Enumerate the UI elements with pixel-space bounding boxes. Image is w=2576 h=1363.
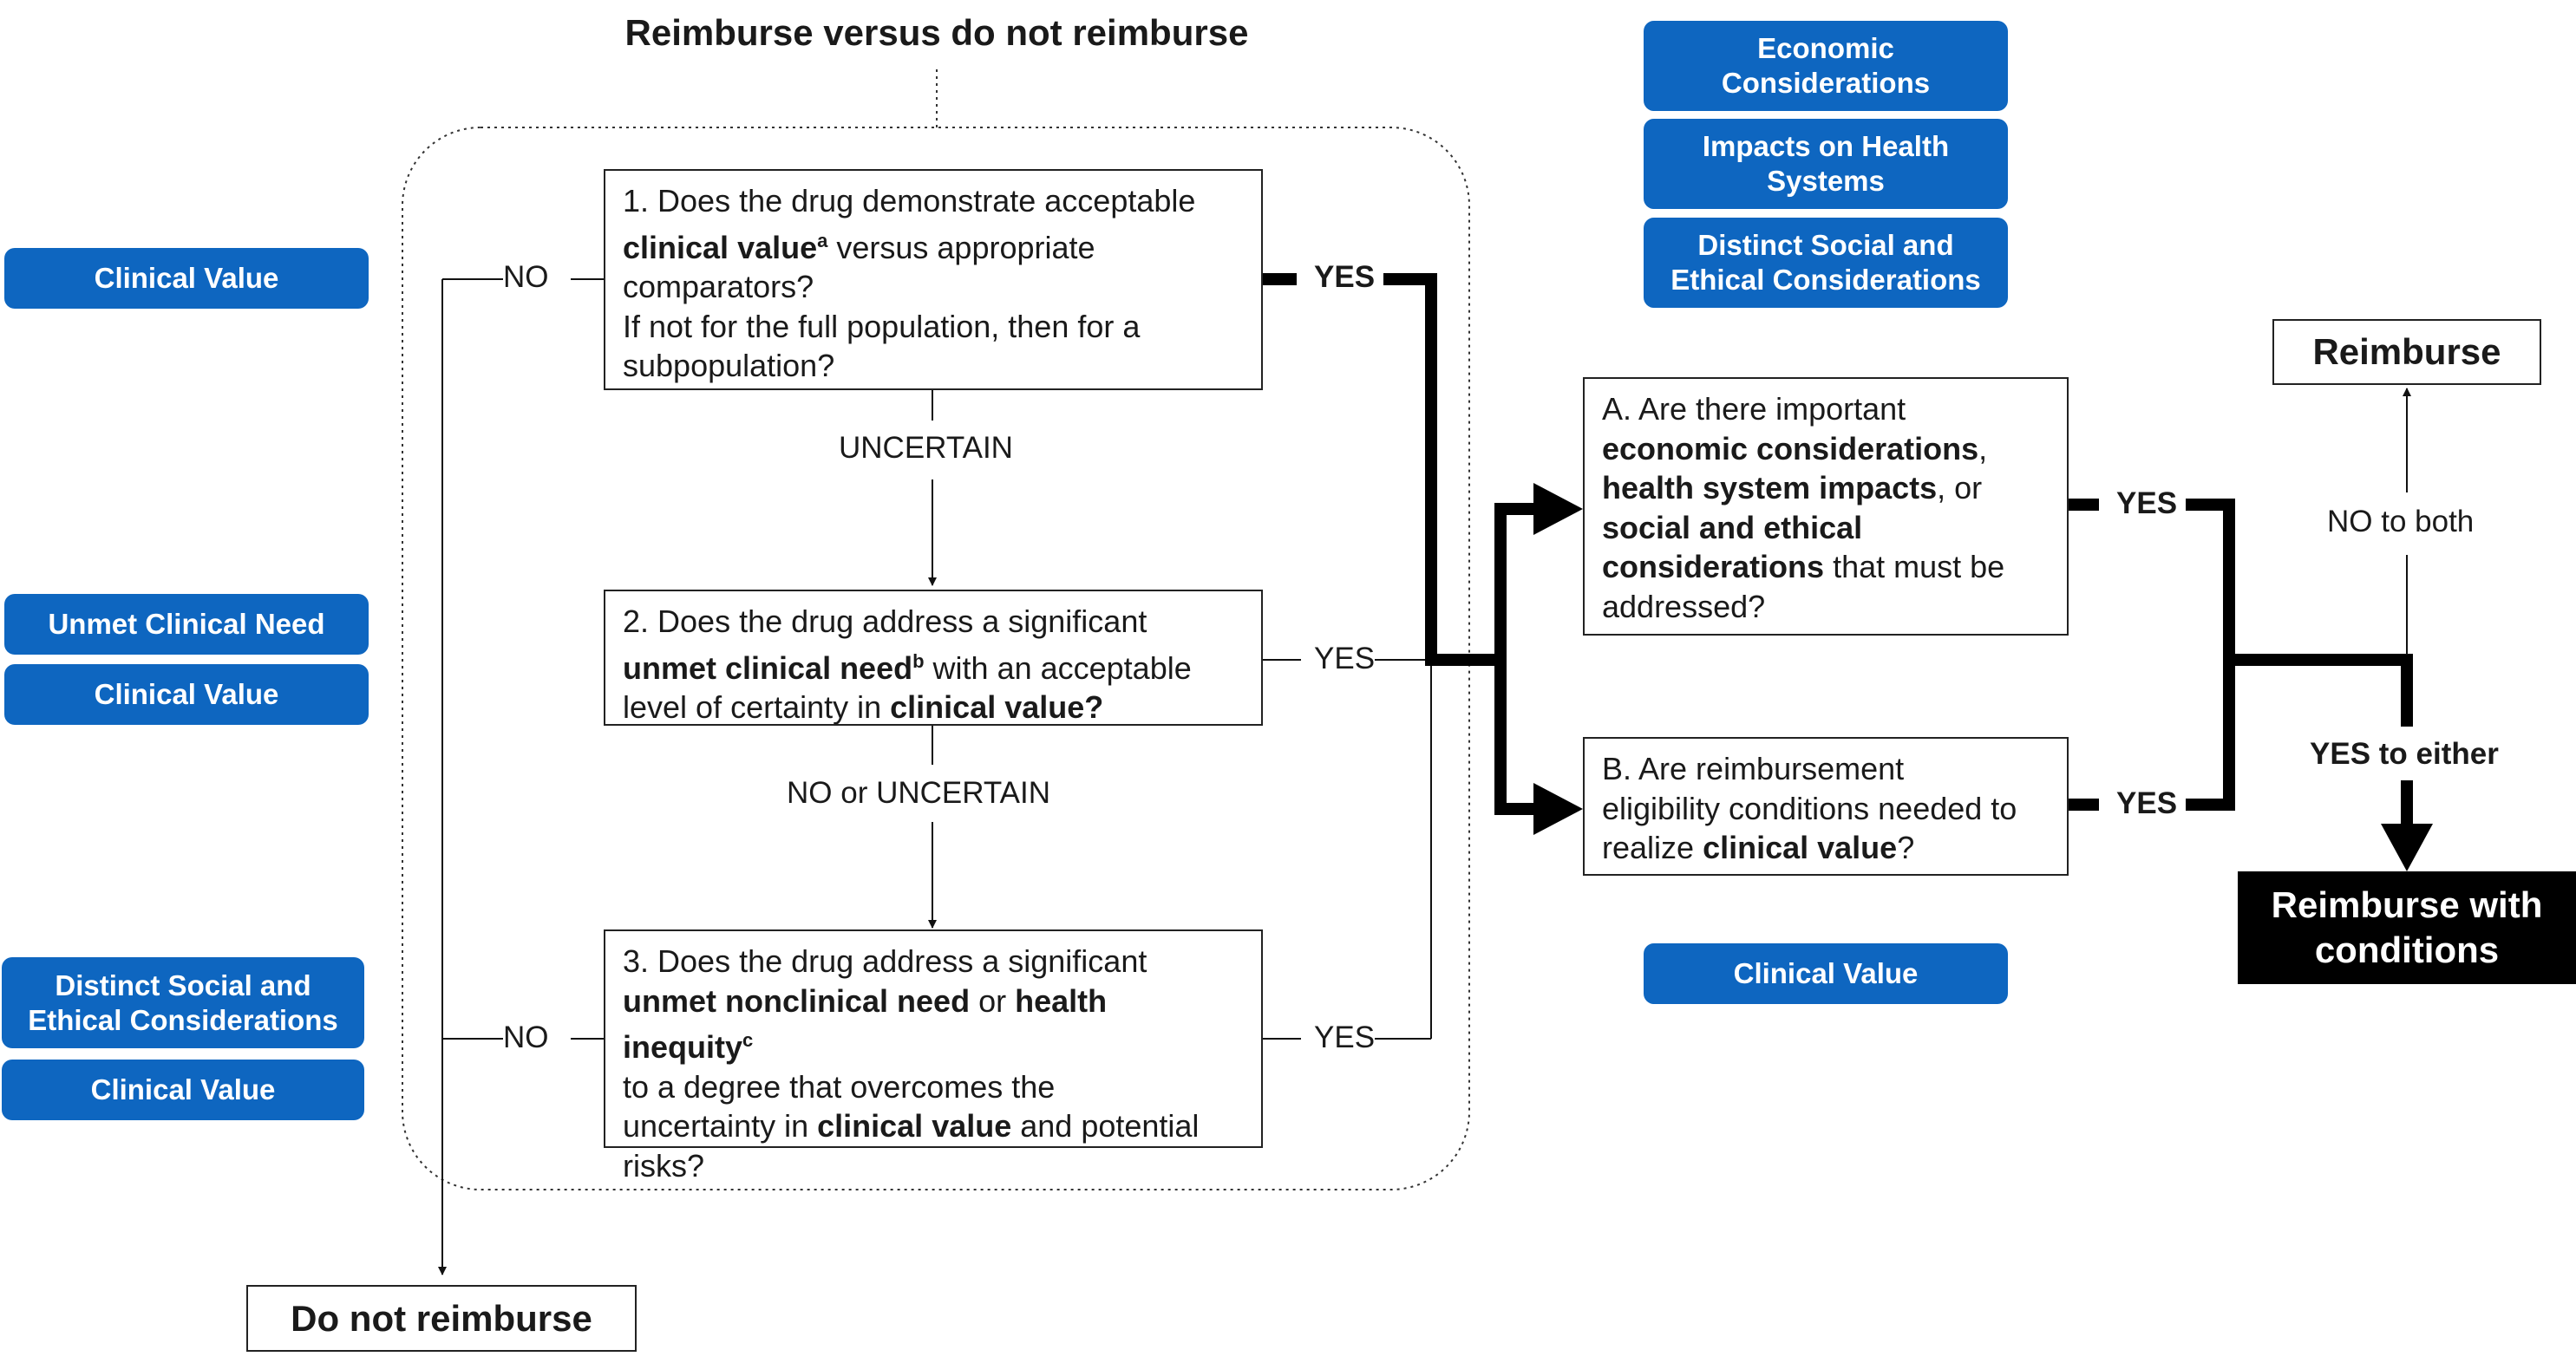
- label-yes-q2: YES: [1314, 642, 1376, 676]
- tag-unmet-clinical-need: Unmet Clinical Need: [4, 594, 369, 655]
- q3-line1: 3. Does the drug address a significant: [623, 943, 1147, 979]
- label-yes-a: YES: [2116, 486, 2178, 520]
- q1-line4: If not for the full population, then for…: [623, 308, 1141, 344]
- question-1-box: 1. Does the drug demonstrate acceptable …: [604, 169, 1263, 390]
- outcome-reimburse-with-conditions: Reimburse with conditions: [2238, 871, 2576, 984]
- q2-line1: 2. Does the drug address a significant: [623, 603, 1147, 639]
- outcome-rwc-line2: conditions: [2314, 929, 2500, 970]
- q1-line1: 1. Does the drug demonstrate acceptable: [623, 183, 1196, 218]
- q2-line2: unmet clinical needb with an acceptable: [623, 649, 1192, 686]
- page-title: Reimburse versus do not reimburse: [624, 12, 1249, 53]
- tag-clinical-value-q1: Clinical Value: [4, 248, 369, 309]
- label-yes-b: YES: [2116, 786, 2178, 820]
- q3-line4: uncertainty in clinical value and potent…: [623, 1108, 1200, 1144]
- qa-line1: A. Are there important: [1602, 391, 1906, 427]
- tag-clinical-value-q3: Clinical Value: [2, 1060, 364, 1120]
- label-no-or-uncertain: NO or UNCERTAIN: [787, 776, 1051, 811]
- tag-social-ethical-a: Distinct Social and Ethical Consideratio…: [1644, 218, 2008, 308]
- q2-line3: level of certainty in clinical value?: [623, 689, 1104, 725]
- question-3-box: 3. Does the drug address a significant u…: [604, 929, 1263, 1184]
- q1-line2: clinical valuea versus appropriate: [623, 229, 1095, 265]
- label-uncertain: UNCERTAIN: [839, 431, 1013, 466]
- label-no-to-both: NO to both: [2327, 505, 2475, 539]
- q3-line5: risks?: [623, 1147, 705, 1184]
- tag-clinical-value-b: Clinical Value: [1644, 943, 2008, 1004]
- question-2-box: 2. Does the drug address a significant u…: [604, 590, 1263, 726]
- q3-line2: unmet nonclinical need or health inequit…: [623, 982, 1108, 1066]
- tag-impacts-health-systems: Impacts on Health Systems: [1644, 119, 2008, 209]
- qa-line3: health system impacts, or: [1602, 470, 1983, 505]
- q1-line3: comparators?: [623, 269, 814, 304]
- tag-clinical-value-q2: Clinical Value: [4, 664, 369, 725]
- qa-line2: economic considerations,: [1602, 430, 1988, 466]
- q1-line5: subpopulation?: [623, 348, 835, 383]
- tag-social-ethical-q3: Distinct Social and Ethical Consideratio…: [2, 957, 364, 1048]
- label-yes-q3: YES: [1314, 1021, 1376, 1055]
- label-yes-to-either: YES to either: [2310, 737, 2499, 772]
- outcome-rwc-line1: Reimburse with: [2271, 884, 2543, 925]
- outcome-do-not-reimburse: Do not reimburse: [246, 1285, 637, 1352]
- label-yes-q1: YES: [1314, 260, 1376, 294]
- label-no-q3: NO: [503, 1021, 549, 1055]
- outcome-reimburse: Reimburse: [2272, 319, 2541, 385]
- qa-line5: considerations that must be: [1602, 549, 2005, 584]
- qa-line4: social and ethical: [1602, 509, 1863, 545]
- question-b-box: B. Are reimbursement eligibility conditi…: [1583, 737, 2069, 876]
- question-a-box: A. Are there important economic consider…: [1583, 377, 2069, 636]
- q3-line3: to a degree that overcomes the: [623, 1068, 1056, 1105]
- qb-line2: eligibility conditions needed to: [1602, 790, 2017, 826]
- tag-economic-considerations: Economic Considerations: [1644, 21, 2008, 111]
- qa-line6: addressed?: [1602, 588, 1766, 624]
- label-no-q1: NO: [503, 260, 549, 295]
- qb-line1: B. Are reimbursement: [1602, 751, 1905, 786]
- qb-line3: realize clinical value?: [1602, 830, 1915, 865]
